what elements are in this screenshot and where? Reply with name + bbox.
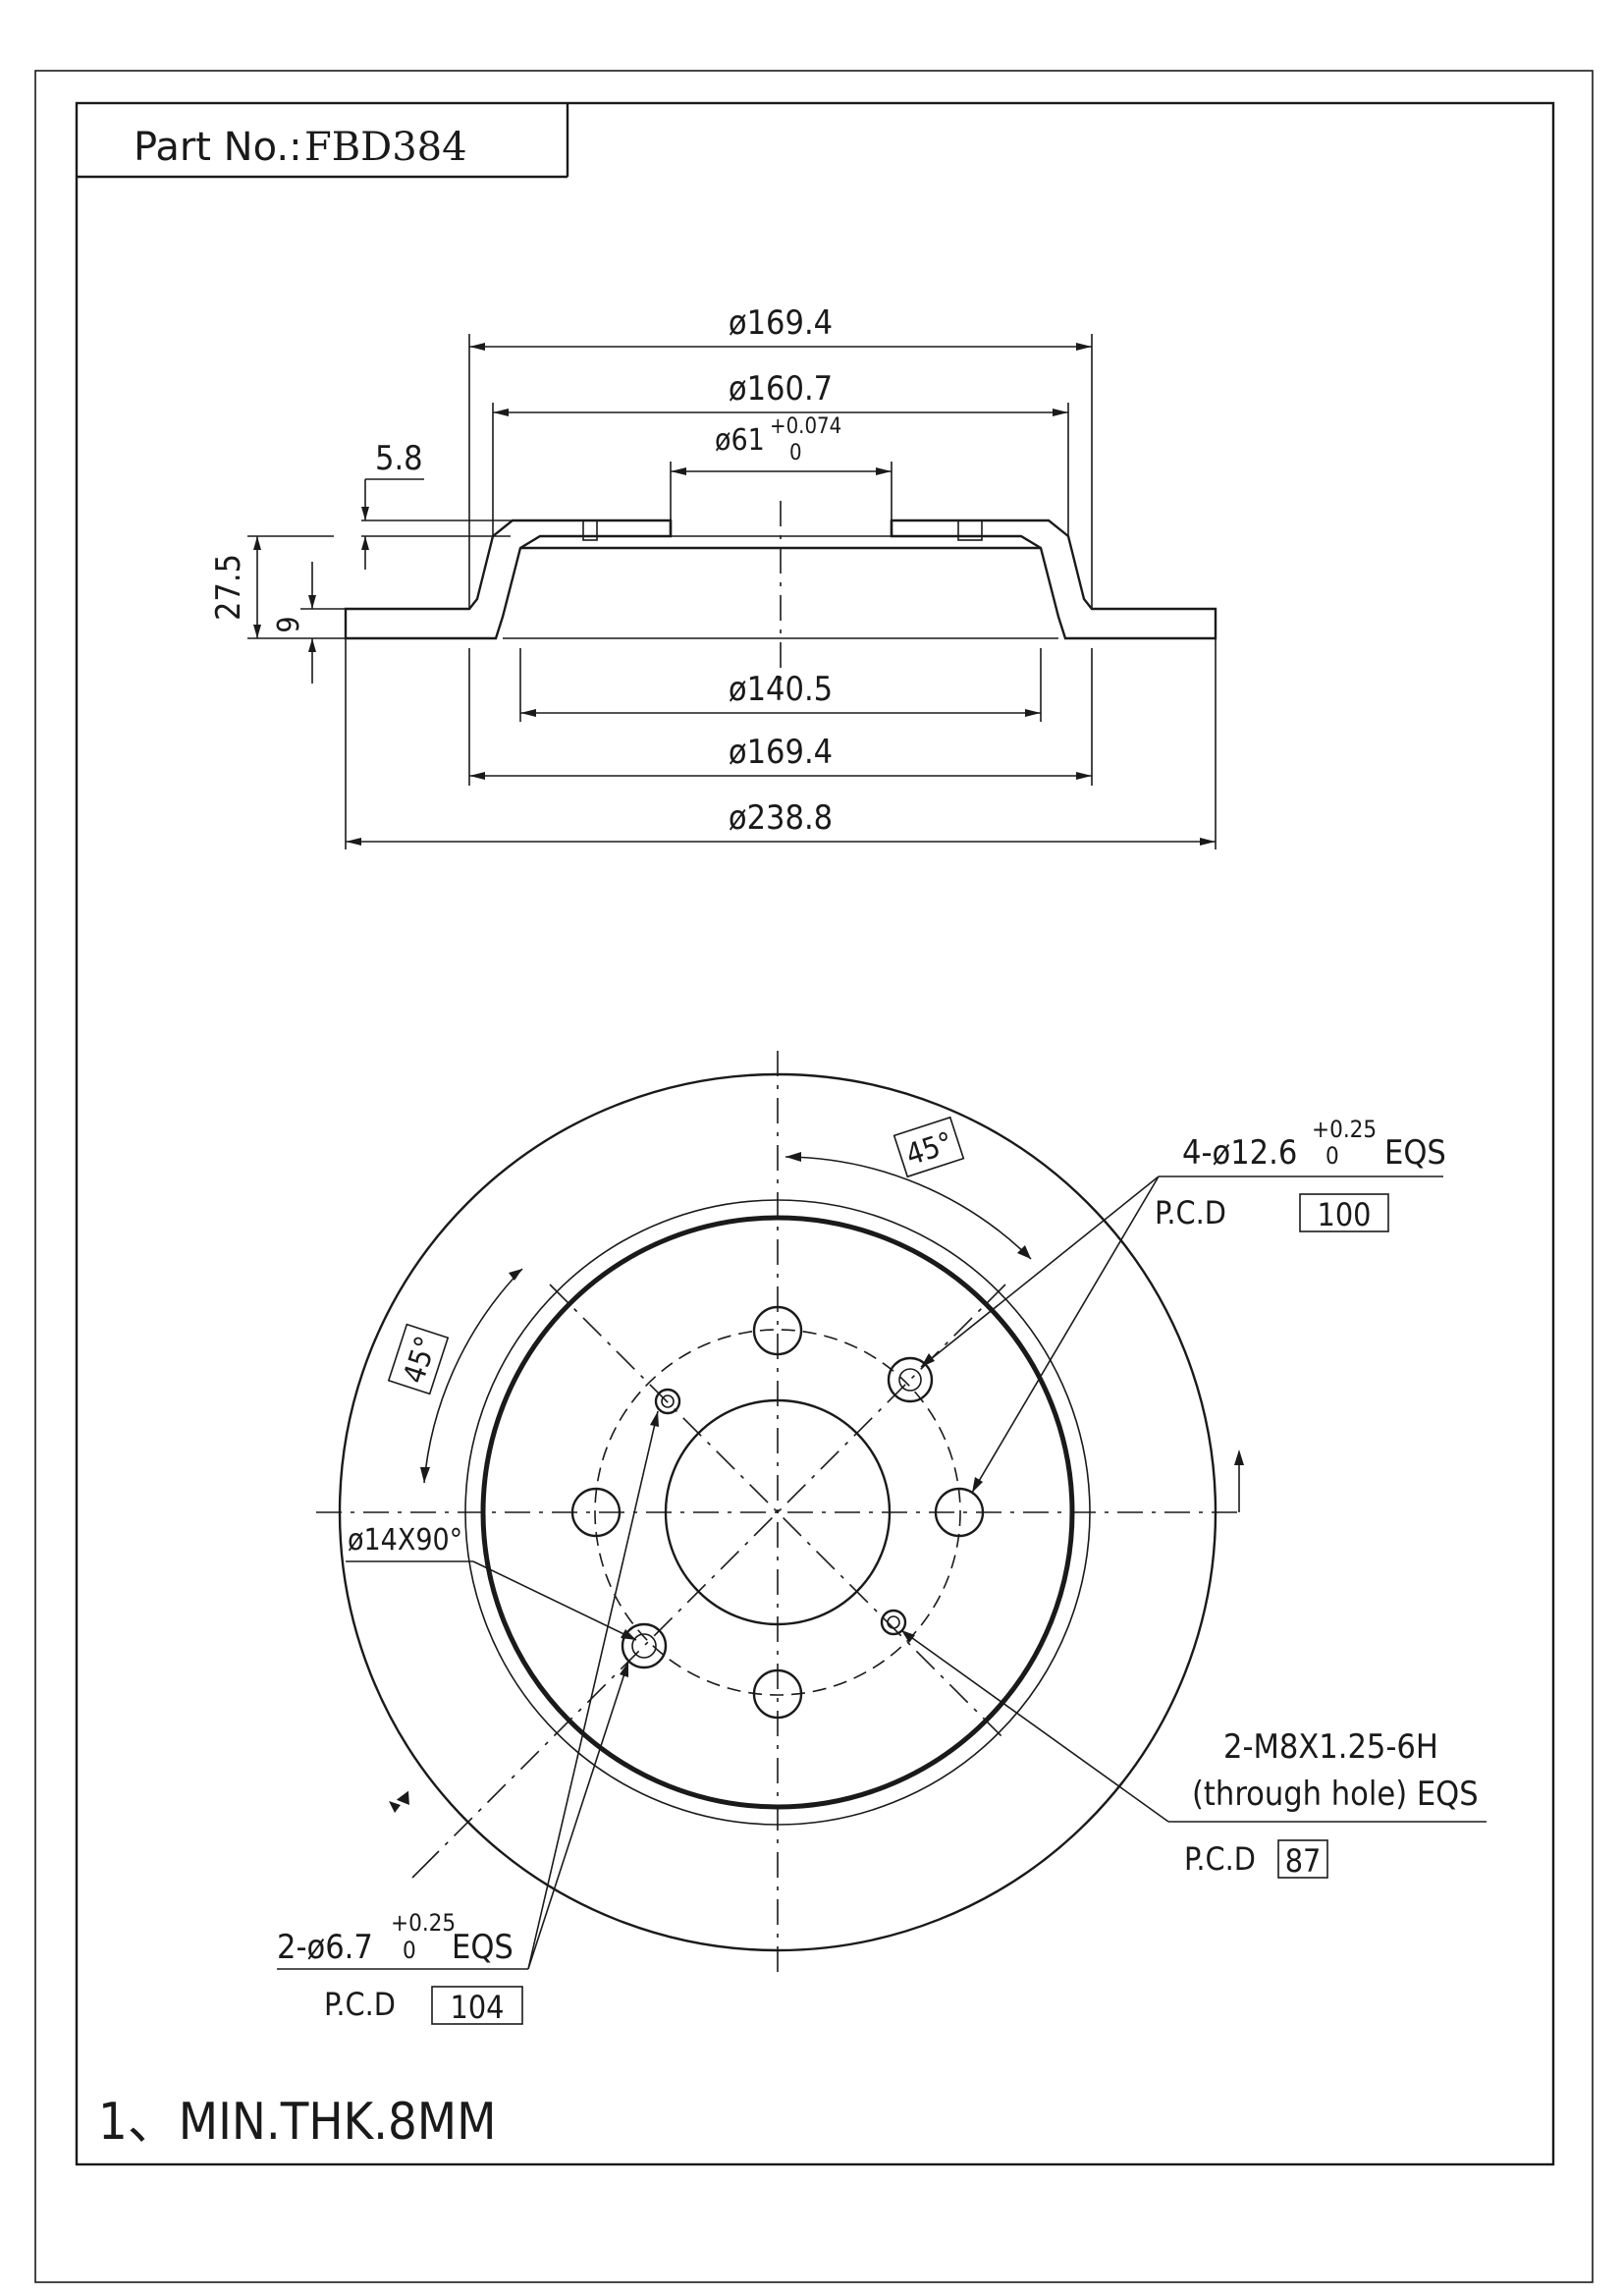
dim-total-height: 27.5 — [209, 554, 248, 621]
rotor-outer-edge — [338, 1072, 1217, 1952]
pin-pcd-label: P.C.D — [324, 1986, 396, 2023]
thread-holes-note: (through hole) EQS — [1192, 1775, 1479, 1814]
note-min-thickness: 1、MIN.THK.8MM — [98, 2093, 497, 2152]
angle-top: 45° — [902, 1125, 957, 1173]
section-left — [344, 519, 673, 640]
thread-pcd-value: 87 — [1285, 1842, 1322, 1880]
part-label: Part No.: — [134, 125, 302, 170]
dim-bore-tol-lower: 0 — [789, 441, 802, 465]
pin-holes-label: 2-ø6.7 — [277, 1928, 373, 1967]
dim-bottom-mid: ø169.4 — [729, 733, 833, 772]
hub-bore — [664, 1398, 892, 1626]
bolt-holes-tol-lower: 0 — [1325, 1142, 1339, 1170]
pin-hole — [880, 1609, 907, 1636]
bolt-pcd-value: 100 — [1318, 1196, 1372, 1233]
chamfer-label: ø14X90° — [348, 1523, 462, 1558]
pin-holes-tol-upper: +0.25 — [391, 1909, 456, 1937]
title-block: Part No.: FBD384 — [77, 103, 569, 179]
angle-left: 45° — [397, 1333, 444, 1388]
dim-bore-tol-upper: +0.074 — [770, 414, 841, 439]
hat-outer-ring — [480, 1215, 1075, 1810]
part-number: FBD384 — [304, 125, 467, 170]
pin-holes-suffix: EQS — [452, 1928, 514, 1967]
inner-border — [75, 101, 1555, 2166]
pin-hole — [654, 1388, 681, 1415]
hidden-ring — [594, 1329, 961, 1696]
section-view: ø169.4 ø160.7 ø61 +0.074 0 5.8 27.5 — [209, 303, 1217, 849]
dim-hat-step: 5.8 — [375, 439, 423, 478]
bolt-hole — [570, 1487, 622, 1538]
bolt-holes-tol-upper: +0.25 — [1312, 1116, 1377, 1143]
dim-bore: ø61 — [715, 423, 765, 458]
bolt-hole — [934, 1487, 985, 1538]
thread-holes-label: 2-M8X1.25-6H — [1223, 1727, 1438, 1767]
dim-top-inner: ø160.7 — [729, 369, 833, 409]
bolt-holes-label: 4-ø12.6 — [1182, 1133, 1297, 1173]
outer-border — [34, 70, 1594, 2283]
bolt-hole — [752, 1668, 803, 1720]
section-right — [890, 519, 1217, 640]
bolt-pcd-label: P.C.D — [1155, 1194, 1226, 1231]
bolt-holes-suffix: EQS — [1384, 1133, 1446, 1173]
dim-bottom-inner: ø140.5 — [729, 670, 833, 709]
pin-holes-tol-lower: 0 — [403, 1937, 416, 1964]
hat-ring-inner — [464, 1199, 1091, 1826]
dim-bottom-outer: ø238.8 — [729, 798, 833, 838]
dim-top-outer: ø169.4 — [729, 303, 833, 343]
bolt-hole-chamfered — [887, 1356, 934, 1403]
pin-pcd-value: 104 — [451, 1989, 505, 2026]
thread-pcd-label: P.C.D — [1184, 1840, 1256, 1878]
thread-hole — [621, 1622, 668, 1669]
dim-disc-thickness: 9 — [272, 616, 306, 632]
face-view: 45° 45° ø14X90° 4-ø12.6 +0.25 0 EQS P.C.… — [277, 1051, 1487, 2026]
bolt-hole — [752, 1305, 803, 1356]
